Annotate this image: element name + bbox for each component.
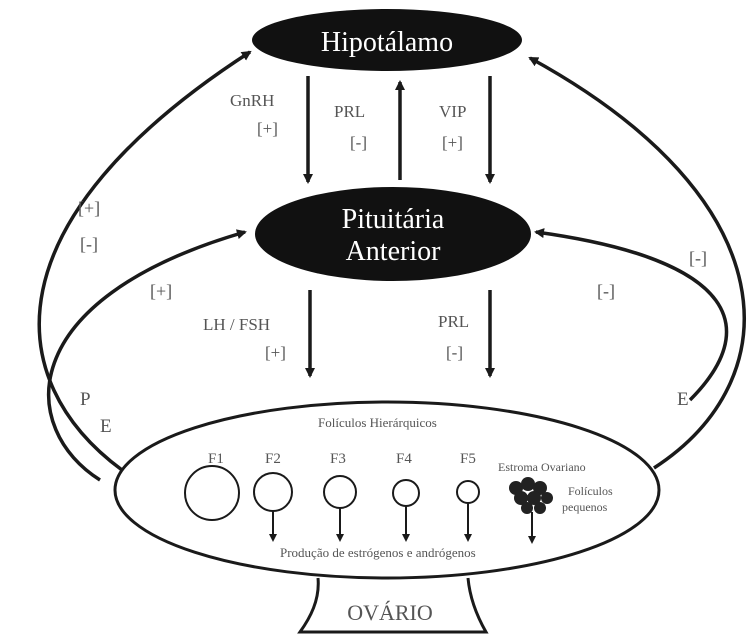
- production-label: Produção de estrógenos e andrógenos: [280, 545, 476, 560]
- hypothalamus-node: Hipotálamo: [252, 9, 522, 71]
- right-outer-feedback-arrow: [528, 56, 746, 470]
- follicle-f2: F2: [253, 451, 293, 542]
- ovary-label: OVÁRIO: [347, 600, 433, 625]
- left-e-label: E: [100, 416, 112, 437]
- prl-top-sign: [-]: [350, 133, 367, 152]
- small-follicles-line1: Folículos: [568, 484, 613, 498]
- left-inner-plus: [+]: [150, 281, 172, 301]
- stroma-cluster-icon: [509, 477, 553, 544]
- left-outer-plus: [+]: [78, 198, 100, 218]
- hypothalamus-label: Hipotálamo: [321, 27, 453, 58]
- left-p-label: P: [80, 389, 91, 410]
- prl-top-label: PRL: [334, 102, 365, 121]
- vip-sign: [+]: [442, 133, 463, 152]
- vip-label: VIP: [439, 102, 466, 121]
- follicle-label: F4: [396, 451, 412, 467]
- right-inner-feedback-arrow: [534, 228, 729, 402]
- lh-fsh-sign: [+]: [265, 343, 286, 362]
- ovary-body: [113, 400, 661, 580]
- stroma-label: Estroma Ovariano: [498, 460, 586, 474]
- follicle-f5: F5: [456, 451, 480, 542]
- follicle-label: F3: [330, 451, 346, 467]
- follicle-f4: F4: [392, 451, 420, 542]
- follicles-title: Folículos Hierárquicos: [318, 415, 437, 430]
- follicle-label: F2: [265, 451, 281, 467]
- pituitary-label-line1: Pituitária: [342, 204, 445, 235]
- small-follicles-line2: pequenos: [562, 500, 608, 514]
- ovary-stalk: [297, 577, 489, 634]
- left-outer-minus: [-]: [80, 234, 98, 254]
- follicle-f1: F1: [184, 451, 240, 521]
- pituitary-label-line2: Anterior: [346, 236, 442, 267]
- prl-ovary-label: PRL: [438, 312, 469, 331]
- follicle-f3: F3: [323, 451, 357, 542]
- right-outer-minus: [-]: [689, 248, 707, 268]
- gnrh-sign: [+]: [257, 119, 278, 138]
- left-outer-feedback-arrow: [37, 50, 252, 472]
- left-inner-feedback-arrow: [47, 229, 247, 482]
- prl-ovary-sign: [-]: [446, 343, 463, 362]
- gnrh-label: GnRH: [230, 91, 274, 110]
- right-e-label: E: [677, 389, 689, 410]
- right-inner-minus: [-]: [597, 281, 615, 301]
- follicle-label: F5: [460, 451, 476, 467]
- lh-fsh-label: LH / FSH: [203, 315, 270, 334]
- pituitary-node: Pituitária Anterior: [255, 187, 531, 281]
- follicle-label: F1: [208, 451, 224, 467]
